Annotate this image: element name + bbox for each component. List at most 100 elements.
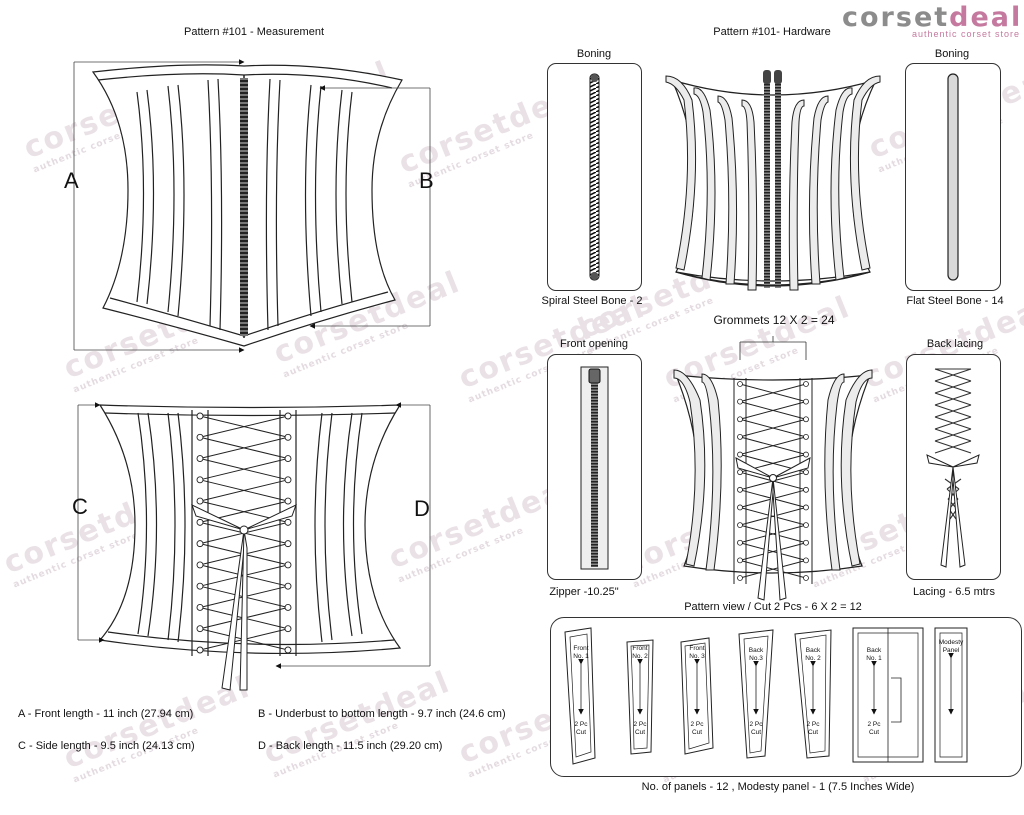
panels-note: No. of panels - 12 , Modesty panel - 1 (… xyxy=(641,781,915,793)
grommet xyxy=(803,504,809,511)
grommet xyxy=(196,646,204,654)
grommet xyxy=(737,539,743,546)
spiral-bone-card xyxy=(547,63,642,291)
grommet xyxy=(803,539,809,546)
grommet xyxy=(737,381,743,387)
front-opening-header: Front opening xyxy=(560,338,628,350)
measurement-d: D - Back length - 11.5 inch (29.20 cm) xyxy=(258,740,443,752)
grommet xyxy=(737,398,743,405)
panel-number: No. 2 xyxy=(632,653,648,660)
lacing-image xyxy=(926,368,980,568)
grommets-caption: Grommets 12 X 2 = 24 xyxy=(713,313,835,327)
boning-left-header: Boning xyxy=(576,48,612,60)
grommet xyxy=(737,557,743,564)
grommet xyxy=(803,381,809,387)
panel-cut: 2 Pc xyxy=(690,721,704,728)
panel-number: No. 2 xyxy=(805,655,821,662)
grommet xyxy=(737,434,743,440)
flat-bone-card xyxy=(905,63,1001,291)
grommet xyxy=(196,604,204,611)
letter-a: A xyxy=(64,168,79,193)
grommet xyxy=(737,469,743,476)
panel-cut: 2 Pc xyxy=(867,721,881,728)
measurement-b: B - Underbust to bottom length - 9.7 inc… xyxy=(258,708,506,720)
measurement-a: A - Front length - 11 inch (27.94 cm) xyxy=(18,708,194,720)
grommet xyxy=(284,582,292,590)
lacing-caption: Lacing - 6.5 mtrs xyxy=(913,586,995,598)
logo-word-corset: corset xyxy=(842,2,950,33)
panel-label: Front xyxy=(689,645,704,652)
grommet xyxy=(284,433,292,441)
grommet xyxy=(284,476,292,484)
grommet xyxy=(737,486,743,493)
grommet xyxy=(803,557,809,564)
grommet xyxy=(737,451,743,458)
grommet xyxy=(196,412,204,420)
panel-label: Front xyxy=(573,645,588,652)
panel-label: Back xyxy=(806,647,821,654)
grommet xyxy=(196,497,204,505)
panel-cut: 2 Pc xyxy=(749,721,763,728)
grommet xyxy=(284,604,292,611)
grommet xyxy=(196,540,204,548)
grommet xyxy=(803,398,809,405)
grommet xyxy=(737,504,743,511)
grommet xyxy=(196,455,204,462)
grommet xyxy=(737,522,743,528)
brand-logo[interactable]: corsetdeal authentic corset store xyxy=(842,2,1020,39)
grommet xyxy=(284,412,292,420)
pattern-view-title: Pattern view / Cut 2 Pcs - 6 X 2 = 12 xyxy=(684,601,862,613)
panel-number: No. 3 xyxy=(689,653,705,660)
panel-cut: Cut xyxy=(635,729,645,736)
zipper-card xyxy=(547,354,642,580)
spiral-steel-bone-image xyxy=(589,73,600,281)
flat-bone-caption: Flat Steel Bone - 14 xyxy=(906,295,1004,307)
zipper-image xyxy=(580,366,609,570)
spiral-bone-caption: Spiral Steel Bone - 2 xyxy=(541,295,643,307)
logo-word-deal: deal xyxy=(949,2,1023,33)
grommet xyxy=(284,646,292,654)
panel-label: Modesty xyxy=(939,639,964,646)
panel-number: Panel xyxy=(943,647,960,654)
letter-c: C xyxy=(72,494,88,519)
grommet xyxy=(284,540,292,548)
logo-tagline: authentic corset store xyxy=(911,29,1020,39)
grommet xyxy=(196,518,204,526)
flat-steel-bone-image xyxy=(947,73,959,281)
grommet xyxy=(803,469,809,476)
panel-cut: 2 Pc xyxy=(574,721,588,728)
panel-cut: Cut xyxy=(869,729,879,736)
grommet xyxy=(196,625,204,633)
grommet xyxy=(284,455,292,462)
measurement-title: Pattern #101 - Measurement xyxy=(183,26,325,38)
grommet xyxy=(803,522,809,528)
grommet xyxy=(196,582,204,590)
grommet xyxy=(803,486,809,493)
grommet xyxy=(737,575,743,581)
panel-cut: Cut xyxy=(576,729,586,736)
panel-cut: Cut xyxy=(751,729,761,736)
zipper-caption: Zipper -10.25" xyxy=(549,586,619,598)
letter-d: D xyxy=(414,496,430,521)
panel-label: Back xyxy=(749,647,764,654)
panel-cut: Cut xyxy=(692,729,702,736)
grommet xyxy=(803,434,809,440)
lacing-card xyxy=(906,354,1001,580)
grommet xyxy=(196,433,204,441)
panel-label: Back xyxy=(867,647,882,654)
panel-number: No.3 xyxy=(749,655,763,662)
grommet xyxy=(196,561,204,569)
